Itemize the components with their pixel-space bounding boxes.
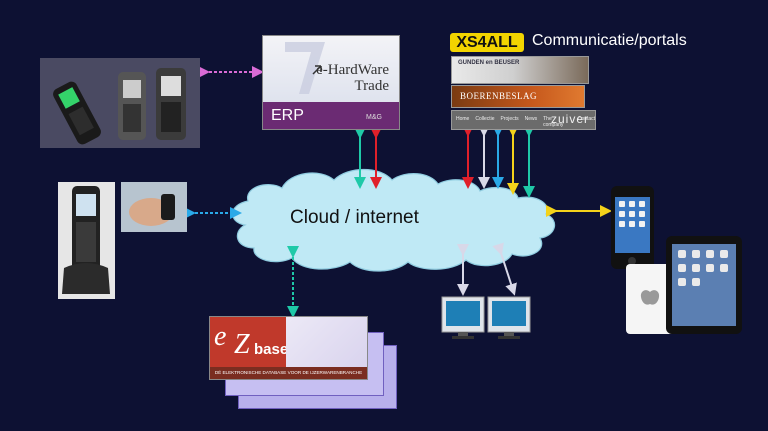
tablet-icon [672,244,736,326]
portal-banner-boerenbeslag: BOERENBESLAG [451,85,585,108]
smartphone-image [611,186,654,269]
erp-system: e-HardWare Trade ERP M&G [262,35,400,130]
ezbase-card-front: e Z base DÉ ELEKTRONISCHE DATABASE VOOR … [209,316,368,380]
portal-nav-item: News [524,116,538,122]
e-hardware-logo [285,42,325,94]
mini-scanner-image [121,182,187,232]
portal-nav: Home Collectie Projects News The company… [456,116,595,128]
smartphone-icon [615,197,650,265]
mini-scanner-icon [129,194,175,226]
portal-banner-gunden-text: GUNDEN en BEUSER [458,60,520,66]
portal-zuiver-brand: zuiver [550,112,589,126]
tablet-image [666,236,742,334]
erp-logo-area: e-HardWare Trade [263,36,399,102]
erp-brand-text: e-HardWare Trade [316,62,389,94]
barcode-scanners-image [40,58,200,148]
handheld-terminal-image [58,182,115,299]
portal-nav-item: Collectie [475,116,495,122]
portals-title: Communicatie/portals [532,32,687,49]
ezbase-logo-block: e Z base [210,317,289,367]
erp-label: ERP [271,107,304,124]
xs4all-badge: XS4ALL [450,33,524,52]
monitor-icon [441,296,485,339]
erp-label-bar: ERP M&G [263,102,399,129]
ezbase-tagline: DÉ ELEKTRONISCHE DATABASE VOOR DE IJZERW… [210,367,367,379]
ezbase-swoosh [286,317,367,367]
ezbase-z: Z [234,329,250,360]
portal-nav-item: The company [543,116,564,128]
monitor-icon [487,296,531,339]
portal-banner-zuiver: Home Collectie Projects News The company… [451,110,596,130]
handheld-icon [62,186,110,294]
portal-banner-boerenbeslag-text: BOERENBESLAG [460,91,538,101]
erp-mark: M&G [366,114,382,121]
portal-nav-item: Projects [500,116,519,122]
ezbase-e: e [214,321,227,352]
apple-logo-icon [640,290,660,305]
cloud-label: Cloud / internet [290,207,419,228]
portal-nav-item: Contact [577,116,595,122]
arrow-cloud-monitor2-white [492,242,517,296]
scanner-icon [40,58,200,148]
ezbase-word: base [254,341,289,358]
portal-banner-gunden: GUNDEN en BEUSER [451,56,589,84]
portal-nav-item: Home [456,116,470,122]
